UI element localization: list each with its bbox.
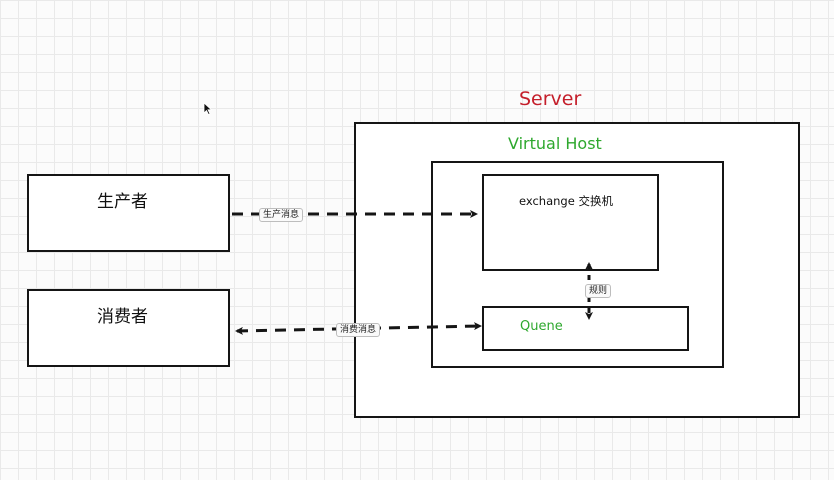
consumer-box[interactable] [27, 289, 230, 367]
mouse-cursor-icon [203, 102, 213, 116]
produce-message-label: 生产消息 [259, 208, 304, 222]
consume-message-label: 消费消息 [336, 323, 381, 337]
producer-box[interactable] [27, 174, 230, 252]
server-title: Server [519, 88, 582, 110]
queue-label: Quene [520, 319, 563, 334]
producer-label: 生产者 [97, 192, 148, 212]
virtual-host-title: Virtual Host [508, 134, 602, 153]
exchange-label: exchange 交换机 [519, 194, 613, 208]
consumer-label: 消费者 [97, 307, 148, 327]
rule-label: 规则 [585, 284, 612, 298]
queue-box[interactable] [482, 306, 689, 351]
exchange-box[interactable] [482, 174, 659, 271]
